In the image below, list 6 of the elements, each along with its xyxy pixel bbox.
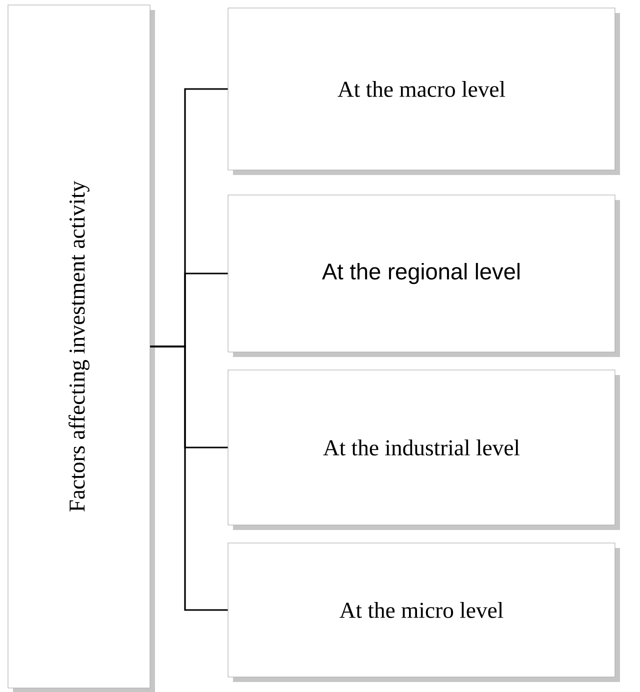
title-box: Factors affecting investment activity: [8, 4, 155, 692]
level-box: At the macro level: [228, 8, 620, 175]
connector-line: [150, 346, 228, 611]
level-box: At the industrial level: [228, 370, 620, 530]
level-box: At the regional level: [228, 194, 620, 357]
level-box: At the micro level: [228, 542, 620, 682]
